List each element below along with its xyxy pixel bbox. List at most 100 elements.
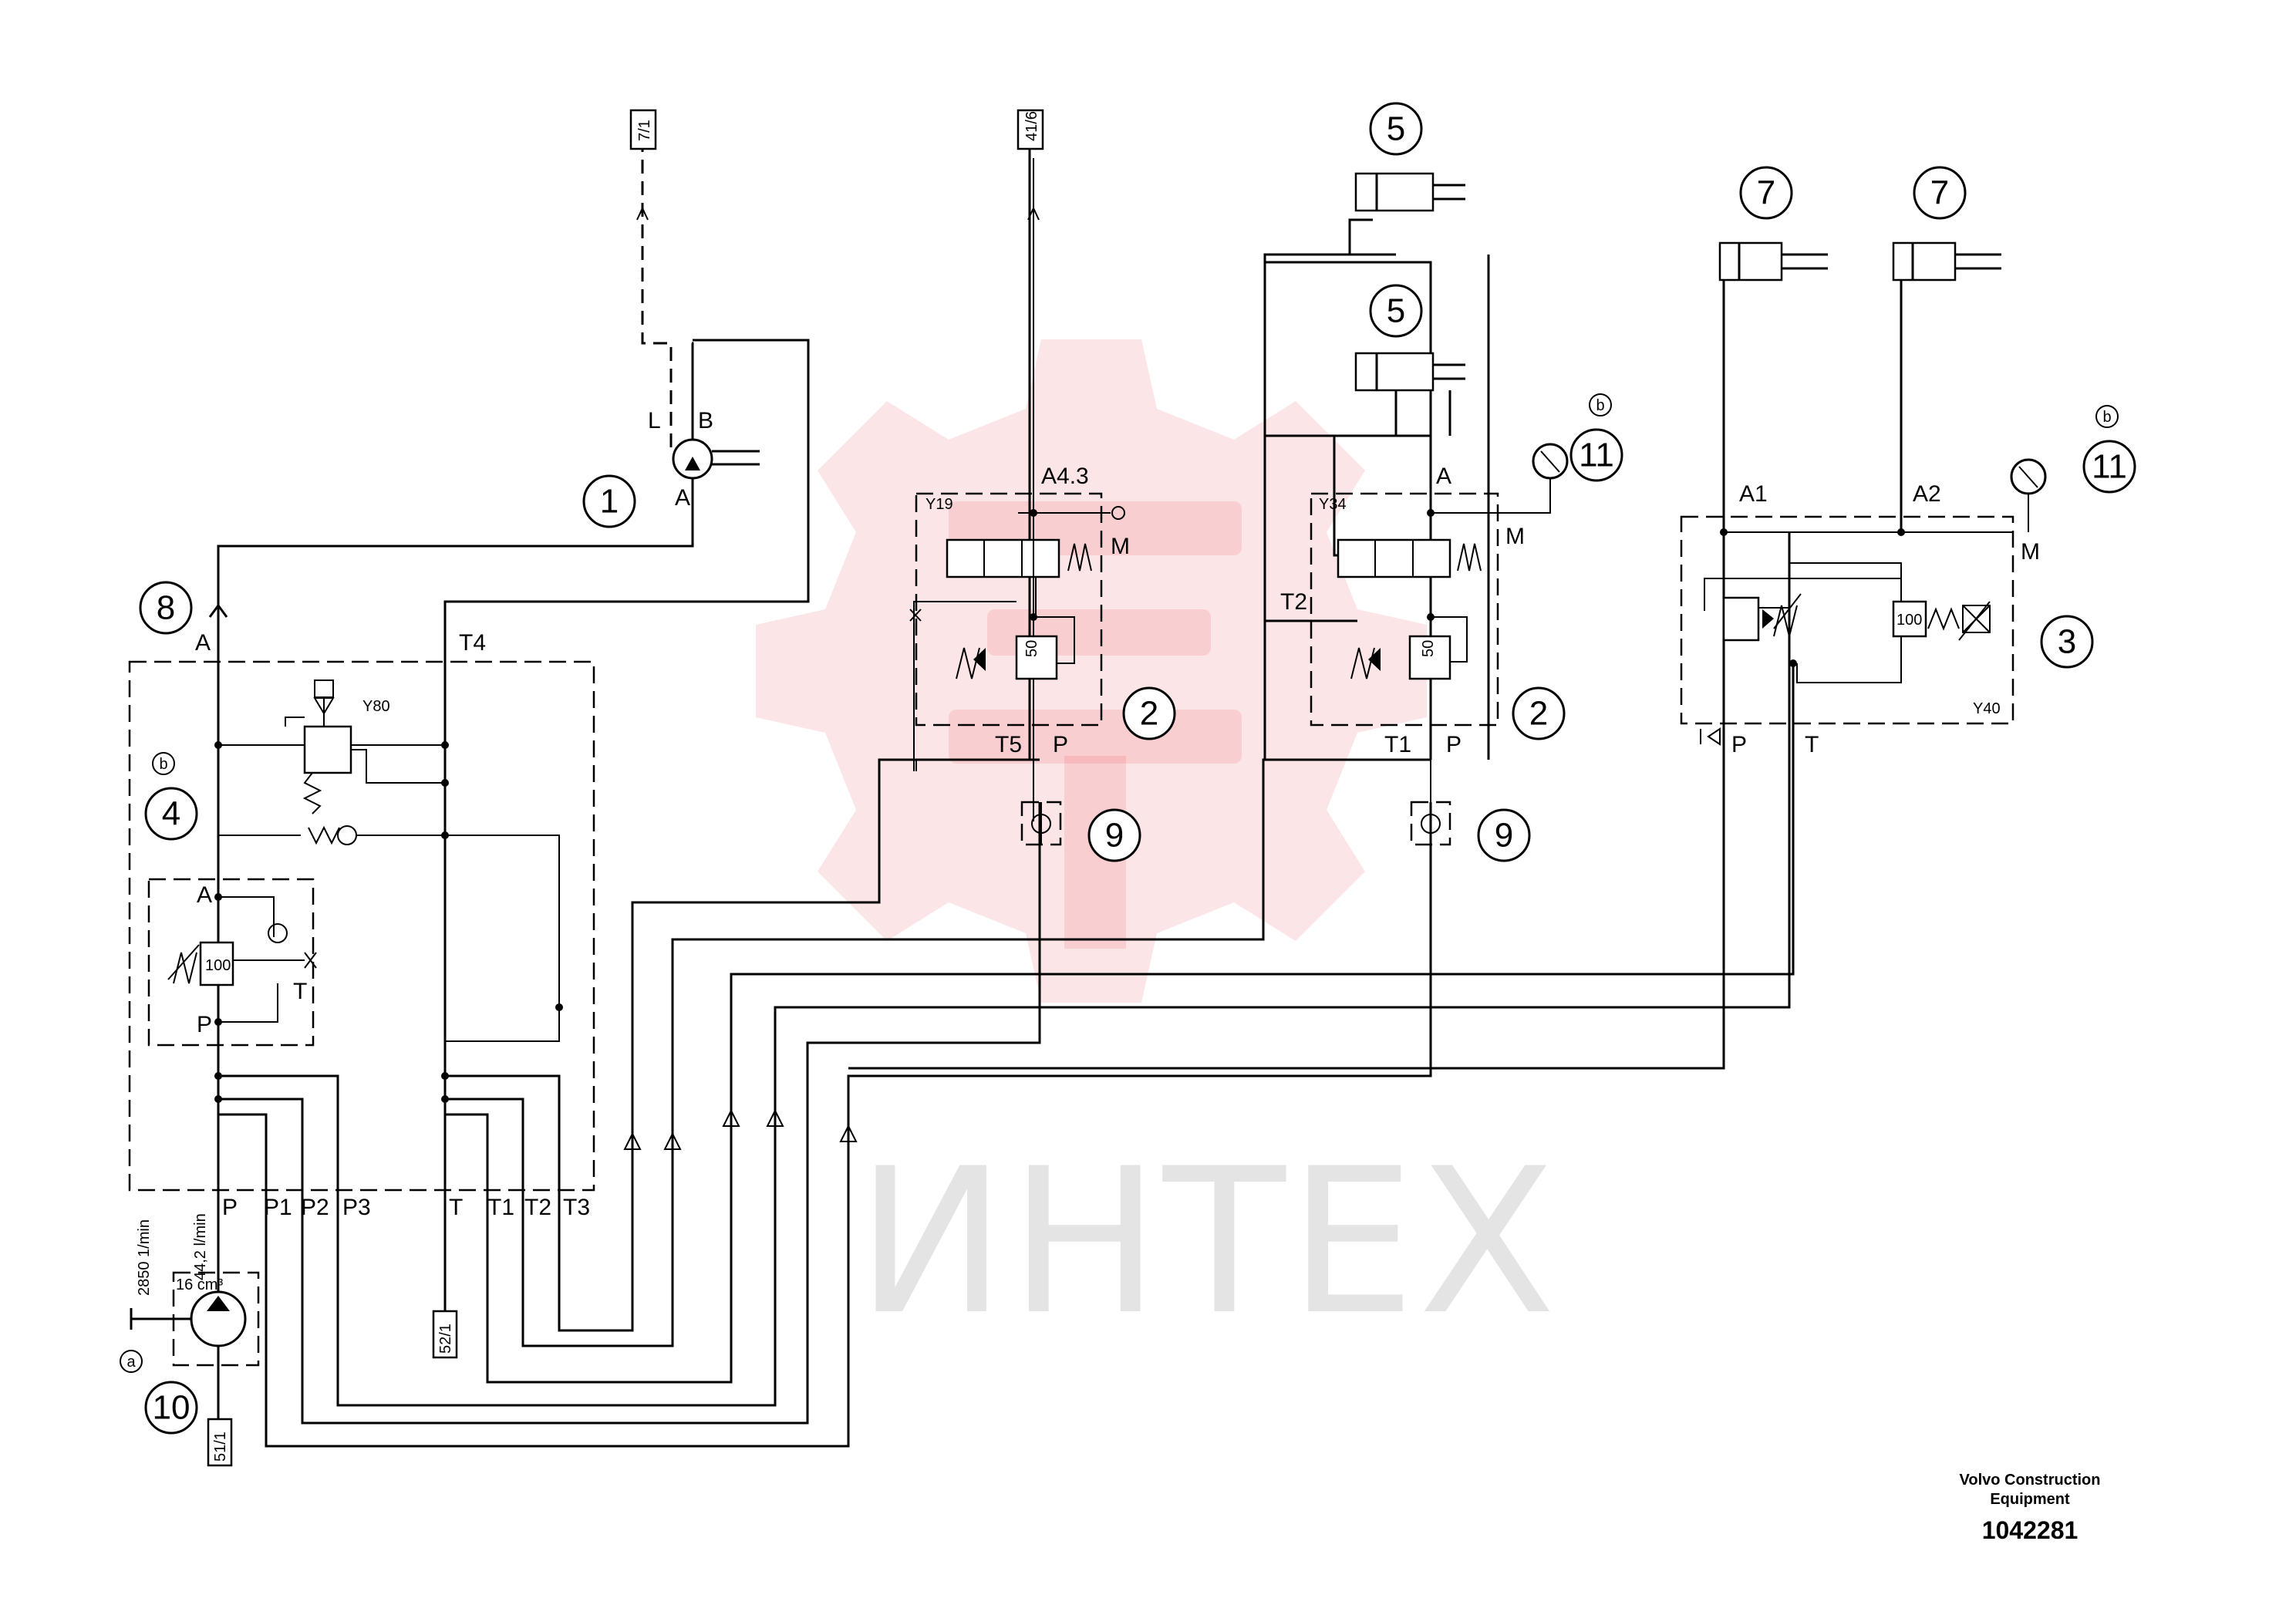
ref-52-1: 52/1 xyxy=(437,1324,454,1354)
priority-valve-block-4 xyxy=(147,878,315,1047)
port-m-y34: M xyxy=(1505,524,1525,549)
svg-text:50: 50 xyxy=(1023,640,1040,657)
port-B: B xyxy=(698,408,713,433)
port-a1: A1 xyxy=(1739,481,1768,507)
svg-text:100: 100 xyxy=(1896,612,1922,629)
callouts: 1 2 2 3 4 5 5 7 7 8 9 9 10 11 11 xyxy=(139,102,2136,1435)
port-m-y40: M xyxy=(2021,539,2040,565)
svg-text:a: a xyxy=(126,1354,136,1371)
port-t: T xyxy=(449,1195,463,1220)
callout-7b xyxy=(1913,166,1967,220)
svg-text:100: 100 xyxy=(205,957,231,974)
port-t2: T2 xyxy=(524,1195,551,1220)
callout-3 xyxy=(2040,615,2094,669)
callout-2b xyxy=(1512,686,1566,740)
watermark-text: ИНТЕХ xyxy=(856,1126,1559,1359)
footer-company-2: Equipment xyxy=(1990,1491,2070,1508)
svg-text:4: 4 xyxy=(162,795,180,833)
port-t4: T4 xyxy=(459,630,486,656)
callout-5b xyxy=(1369,284,1423,338)
callout-5a xyxy=(1369,102,1423,156)
port-p-y40: P xyxy=(1731,732,1747,757)
relief-valve-y80 xyxy=(303,725,352,774)
port-t2-y34: T2 xyxy=(1280,589,1307,615)
svg-text:7: 7 xyxy=(1930,174,1949,212)
port-t1-y34: T1 xyxy=(1384,732,1411,757)
svg-text:8: 8 xyxy=(157,589,175,627)
valve-block-y40: Y40 A1 A2 M P T 100 xyxy=(1680,458,2047,757)
callout-9b xyxy=(1477,808,1531,862)
ref-41-6: 41/6 xyxy=(1023,111,1040,141)
callout-8 xyxy=(139,581,193,635)
block-8-outline xyxy=(128,660,595,1192)
cylinder-5-upper xyxy=(1354,172,1465,212)
callout-9a xyxy=(1087,808,1141,862)
port-t5: T5 xyxy=(995,732,1022,757)
port-a-sub4: A xyxy=(197,882,212,908)
svg-text:9: 9 xyxy=(1105,817,1124,855)
flow-arrow-icon xyxy=(208,603,228,618)
label-y34: Y34 xyxy=(1319,496,1347,513)
port-p2: P2 xyxy=(301,1195,329,1220)
svg-text:2: 2 xyxy=(1529,695,1548,733)
svg-text:7: 7 xyxy=(1757,174,1775,212)
callout-1 xyxy=(582,474,636,528)
svg-text:5: 5 xyxy=(1387,110,1405,148)
svg-text:11: 11 xyxy=(1579,437,1614,474)
cylinder-5-lower xyxy=(1354,352,1465,436)
svg-text:5: 5 xyxy=(1387,292,1405,330)
check-valve-9-right xyxy=(1410,801,1451,846)
label-y80: Y80 xyxy=(362,698,390,715)
ref-box-7-1 xyxy=(629,109,657,150)
svg-text:b: b xyxy=(1596,397,1604,414)
svg-text:3: 3 xyxy=(2058,623,2076,661)
port-p3: P3 xyxy=(342,1195,371,1220)
notes: b b b a xyxy=(120,393,2119,1373)
callout-11a xyxy=(1569,428,1623,482)
port-m-y19: M xyxy=(1111,534,1130,559)
svg-text:b: b xyxy=(159,756,167,773)
footer-doc-number: 1042281 xyxy=(1982,1516,2079,1544)
callout-4 xyxy=(144,787,198,841)
cylinder-7-right xyxy=(1892,241,2001,282)
label-y19: Y19 xyxy=(925,496,953,513)
cylinder-7-left xyxy=(1718,241,1828,282)
port-A: A xyxy=(675,485,690,511)
port-p-y34: P xyxy=(1446,732,1462,757)
svg-text:50: 50 xyxy=(1420,640,1437,657)
hydraulic-motor-1: 7/1 L B A xyxy=(629,109,760,546)
check-valve-9-left xyxy=(1020,801,1062,846)
pump-speed: 2850 1/min xyxy=(136,1219,153,1296)
footer-company-1: Volvo Construction xyxy=(1960,1472,2101,1489)
port-p1: P1 xyxy=(264,1195,292,1220)
svg-text:11: 11 xyxy=(2092,448,2127,486)
port-p: P xyxy=(222,1195,238,1220)
port-a2: A2 xyxy=(1913,481,1941,507)
label-y40: Y40 xyxy=(1973,700,2001,717)
pump-flow: 44,2 l/min xyxy=(192,1213,209,1280)
port-t1: T1 xyxy=(487,1195,514,1220)
callout-2a xyxy=(1122,686,1176,740)
port-t-sub4: T xyxy=(293,979,307,1004)
callout-7a xyxy=(1739,166,1793,220)
pump-displacement: 16 cm³ xyxy=(176,1276,223,1293)
directional-valve-y34: Y34 A M T2 T1 P 50 xyxy=(1280,443,1569,821)
pump-10: 51/1 16 cm³ 2850 1/min 44,2 l/min xyxy=(130,1192,260,1467)
port-L: L xyxy=(648,408,661,433)
port-t3: T3 xyxy=(563,1195,590,1220)
ref-7-1: 7/1 xyxy=(636,120,653,141)
svg-text:10: 10 xyxy=(153,1389,190,1427)
port-a4-3: A4.3 xyxy=(1041,464,1089,489)
port-a-block8: A xyxy=(195,630,211,656)
svg-text:b: b xyxy=(2102,409,2111,426)
callout-10 xyxy=(144,1381,198,1435)
port-p-sub4: P xyxy=(197,1012,212,1037)
svg-text:2: 2 xyxy=(1140,695,1158,733)
callout-11b xyxy=(2082,440,2136,494)
port-a-y34: A xyxy=(1436,464,1451,489)
directional-valve-y19: 41/6 Y19 A4.3 M T5 P 50 xyxy=(909,109,1130,821)
port-t-y40: T xyxy=(1805,732,1819,757)
tank-ref-52-1: 52/1 xyxy=(432,1192,458,1359)
svg-text:1: 1 xyxy=(600,483,619,521)
